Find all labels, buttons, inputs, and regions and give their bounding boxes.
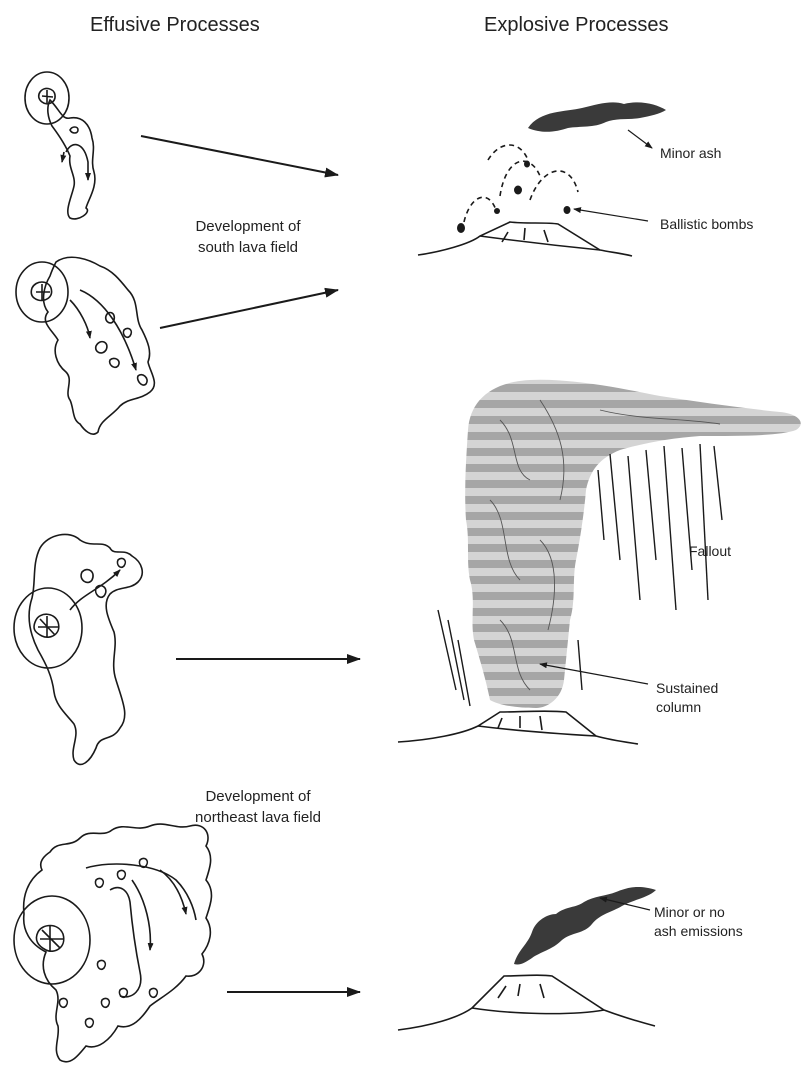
lava-map-2 <box>16 257 154 434</box>
lava-flow-outline <box>24 824 212 1062</box>
volcano-cone <box>398 711 638 744</box>
inner-flow-channel <box>110 888 141 997</box>
lava-map-3 <box>14 534 142 764</box>
explosive-scene-3 <box>398 887 656 1030</box>
crater-icon <box>39 88 55 103</box>
minor-ash-plume <box>514 887 656 965</box>
volcano-cone <box>398 975 655 1030</box>
crater-icon <box>31 282 51 301</box>
explosive-scene-2 <box>398 380 801 744</box>
crater-icon <box>34 614 59 638</box>
lava-map-4 <box>14 824 211 1062</box>
lava-flow-outline <box>44 257 155 434</box>
volcano-cone <box>418 222 632 256</box>
lava-map-1 <box>25 72 95 219</box>
arrow-1 <box>141 136 338 175</box>
explosive-scene-1 <box>418 102 666 256</box>
arrow-2 <box>160 290 338 328</box>
connecting-arrows <box>141 136 360 992</box>
minor-ash-cloud <box>528 102 666 131</box>
